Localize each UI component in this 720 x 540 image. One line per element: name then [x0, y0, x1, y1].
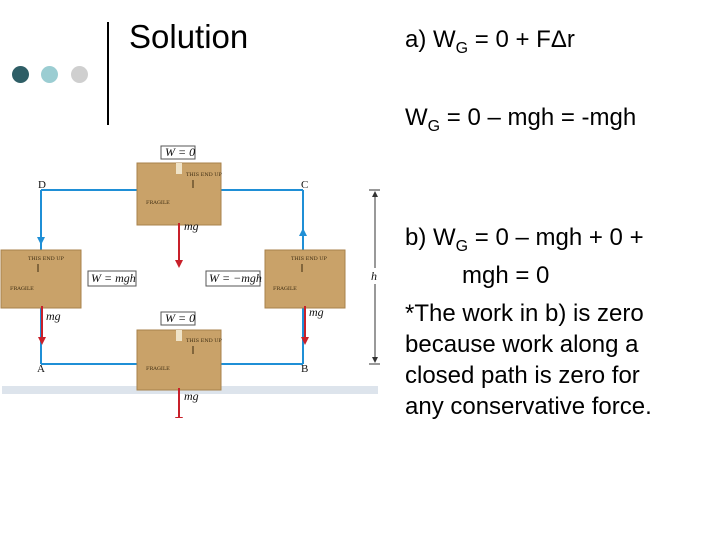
decor-dot-gray — [71, 66, 88, 83]
weight-label-bottom: mg — [184, 389, 199, 403]
point-a-label: A — [37, 363, 45, 375]
svg-text:THIS END UP: THIS END UP — [291, 256, 328, 262]
weight-label-top: mg — [184, 219, 199, 233]
svg-text:FRAGILE: FRAGILE — [146, 366, 170, 372]
point-c-label: C — [301, 179, 308, 191]
conservative-force-note: *The work in b) is zero because work alo… — [405, 298, 717, 422]
slide-title: Solution — [129, 18, 249, 55]
box-top: THIS END UP FRAGILE — [136, 162, 223, 226]
svg-text:W = 0: W = 0 — [165, 145, 195, 159]
note-line: closed path is zero for — [405, 362, 640, 389]
work-label-bottom: W = 0 — [160, 311, 196, 326]
point-d-label: D — [38, 179, 46, 191]
point-b-label: B — [301, 363, 308, 375]
part-b-line-1: b) WG = 0 – mgh + 0 + — [405, 224, 644, 255]
svg-text:W = 0: W = 0 — [165, 311, 195, 325]
box-left: THIS END UP FRAGILE — [0, 249, 82, 309]
work-label-left: W = mgh — [87, 270, 137, 287]
decor-dot-dark — [12, 66, 29, 83]
note-line: because work along a — [405, 331, 639, 358]
svg-text:W = mgh: W = mgh — [91, 271, 136, 285]
height-dimension: h — [369, 189, 380, 365]
weight-label-left: mg — [46, 309, 61, 323]
work-path-figure: D C A B h THIS END UP FRAGILE W = 0 THIS… — [0, 145, 380, 418]
part-b-line-2: mgh = 0 — [462, 262, 550, 289]
svg-text:FRAGILE: FRAGILE — [146, 200, 170, 206]
svg-text:THIS END UP: THIS END UP — [186, 338, 223, 344]
part-a-line-1: a) WG = 0 + FΔr — [405, 26, 575, 57]
decor-dot-teal — [41, 66, 58, 83]
weight-arrows — [38, 223, 309, 418]
work-label-right: W = −mgh — [205, 270, 262, 287]
note-line: any conservative force. — [405, 393, 652, 420]
box-right: THIS END UP FRAGILE — [264, 249, 346, 309]
note-line: *The work in b) is zero — [405, 300, 644, 327]
weight-label-right: mg — [309, 305, 324, 319]
svg-text:THIS END UP: THIS END UP — [28, 256, 65, 262]
svg-text:FRAGILE: FRAGILE — [273, 286, 297, 292]
part-a-line-2: WG = 0 – mgh = -mgh — [405, 104, 637, 135]
svg-text:FRAGILE: FRAGILE — [10, 286, 34, 292]
height-label: h — [371, 269, 377, 283]
svg-text:W = −mgh: W = −mgh — [209, 271, 262, 285]
title-divider — [107, 22, 109, 125]
svg-text:THIS END UP: THIS END UP — [186, 172, 223, 178]
box-bottom: THIS END UP FRAGILE — [136, 329, 223, 391]
work-label-top: W = 0 — [160, 145, 196, 160]
